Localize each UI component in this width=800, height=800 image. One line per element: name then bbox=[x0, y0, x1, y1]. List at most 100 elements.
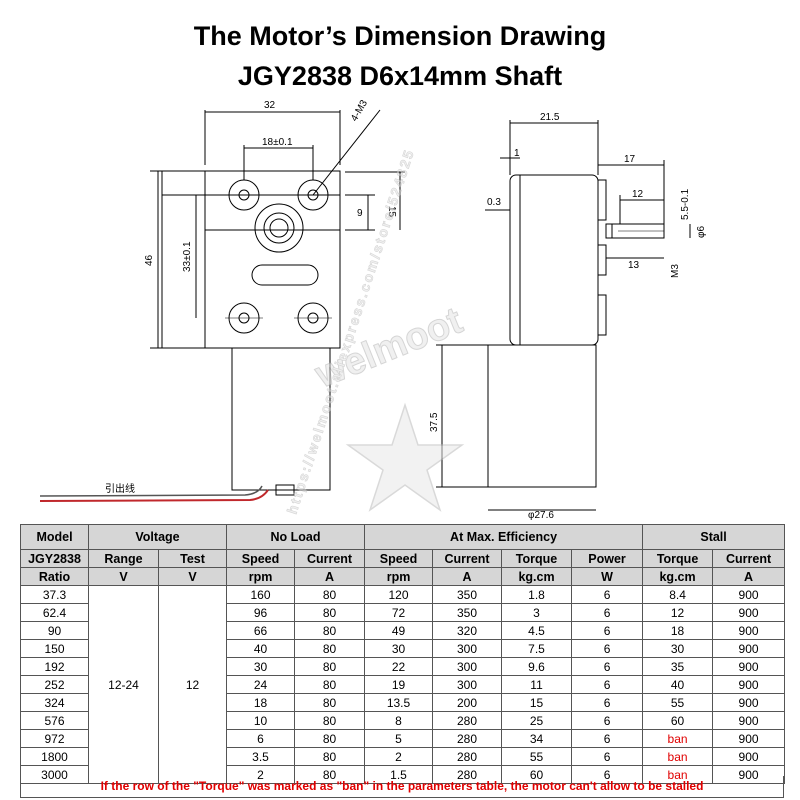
cell-st-current: 900 bbox=[712, 711, 786, 730]
cell-nl-speed: 30 bbox=[226, 657, 296, 676]
cell-me-power: 6 bbox=[571, 657, 644, 676]
cell-me-speed: 19 bbox=[364, 675, 434, 694]
motor-body bbox=[231, 347, 331, 491]
dim-32: 32 bbox=[264, 100, 276, 111]
cell-st-torque: ban bbox=[642, 729, 714, 748]
cell-me-current: 280 bbox=[432, 729, 503, 748]
dim-15: 15 bbox=[386, 206, 397, 218]
header-st-torque: Torque bbox=[642, 549, 714, 568]
cell-ratio: 150 bbox=[20, 639, 89, 658]
cell-nl-current: 80 bbox=[294, 693, 366, 712]
cell-me-current: 350 bbox=[432, 585, 503, 604]
cell-st-current: 900 bbox=[712, 693, 786, 712]
dim-12: 12 bbox=[632, 189, 644, 200]
star-icon bbox=[345, 402, 465, 512]
cell-nl-speed: 18 bbox=[226, 693, 296, 712]
cell-me-power: 6 bbox=[571, 765, 644, 784]
unit-me-torque: kg.cm bbox=[501, 567, 573, 586]
header-test: Test bbox=[157, 549, 228, 568]
cell-me-power: 6 bbox=[571, 621, 644, 640]
header-range: Range bbox=[88, 549, 159, 568]
header-ratio: Ratio bbox=[20, 567, 89, 586]
cell-me-current: 200 bbox=[432, 693, 503, 712]
unit-test: V bbox=[157, 567, 228, 586]
cell-me-torque: 3 bbox=[501, 603, 573, 622]
cell-me-speed: 5 bbox=[364, 729, 434, 748]
cell-nl-speed: 40 bbox=[226, 639, 296, 658]
cell-nl-current: 80 bbox=[294, 639, 366, 658]
cell-nl-speed: 96 bbox=[226, 603, 296, 622]
cell-me-current: 300 bbox=[432, 639, 503, 658]
unit-range: V bbox=[88, 567, 159, 586]
dim-46: 46 bbox=[144, 254, 155, 266]
unit-nl-speed: rpm bbox=[226, 567, 296, 586]
cell-st-current: 900 bbox=[712, 657, 786, 676]
header-me-torque: Torque bbox=[501, 549, 573, 568]
cell-me-current: 300 bbox=[432, 657, 503, 676]
side-view bbox=[436, 120, 691, 511]
cell-me-current: 300 bbox=[432, 675, 503, 694]
cell-st-current: 900 bbox=[712, 747, 786, 766]
cell-me-speed: 120 bbox=[364, 585, 434, 604]
header-me-current: Current bbox=[432, 549, 503, 568]
cell-st-current: 900 bbox=[712, 729, 786, 748]
unit-st-torque: kg.cm bbox=[642, 567, 714, 586]
cell-ratio: 576 bbox=[20, 711, 89, 730]
cell-ratio: 62.4 bbox=[20, 603, 89, 622]
cell-nl-speed: 3.5 bbox=[226, 747, 296, 766]
unit-st-current: A bbox=[712, 567, 786, 586]
dim-18: 18±0.1 bbox=[262, 137, 293, 148]
cell-me-current: 280 bbox=[432, 747, 503, 766]
dim-37-5: 37.5 bbox=[429, 412, 440, 432]
cell-me-power: 6 bbox=[571, 585, 644, 604]
dim-1: 1 bbox=[514, 148, 520, 159]
cell-st-current: 900 bbox=[712, 585, 786, 604]
cell-st-current: 900 bbox=[712, 621, 786, 640]
cell-me-speed: 49 bbox=[364, 621, 434, 640]
mounting-holes bbox=[225, 179, 332, 334]
header-nl-current: Current bbox=[294, 549, 366, 568]
shaft-hub bbox=[254, 203, 304, 253]
cell-me-torque: 34 bbox=[501, 729, 573, 748]
cell-nl-current: 80 bbox=[294, 621, 366, 640]
cell-nl-speed: 66 bbox=[226, 621, 296, 640]
dim-17: 17 bbox=[624, 154, 636, 165]
cell-me-speed: 22 bbox=[364, 657, 434, 676]
cell-me-torque: 1.8 bbox=[501, 585, 573, 604]
unit-me-current: A bbox=[432, 567, 503, 586]
stall-note: If the row of the "Torque" was marked as… bbox=[20, 776, 784, 798]
front-view bbox=[39, 109, 405, 502]
cell-me-power: 6 bbox=[571, 747, 644, 766]
cell-nl-speed: 6 bbox=[226, 729, 296, 748]
header-st-current: Current bbox=[712, 549, 786, 568]
cell-voltage-test: 12 bbox=[157, 585, 228, 784]
cell-me-speed: 30 bbox=[364, 639, 434, 658]
watermark: welmoot https://welmoot.aliexpress.com/s… bbox=[283, 146, 469, 516]
cell-me-torque: 7.5 bbox=[501, 639, 573, 658]
header-me-speed: Speed bbox=[364, 549, 434, 568]
cell-me-current: 280 bbox=[432, 765, 503, 784]
header-model-name: JGY2838 bbox=[20, 549, 89, 568]
cell-st-torque: 12 bbox=[642, 603, 714, 622]
dim-m3: M3 bbox=[670, 264, 681, 278]
cell-me-power: 6 bbox=[571, 639, 644, 658]
cell-st-torque: 35 bbox=[642, 657, 714, 676]
cell-nl-current: 80 bbox=[294, 747, 366, 766]
header-row-fields: JGY2838 Range Test Speed Current Speed C… bbox=[20, 549, 786, 568]
cell-me-speed: 8 bbox=[364, 711, 434, 730]
cell-ratio: 37.3 bbox=[20, 585, 89, 604]
parameters-table: Model Voltage No Load At Max. Efficiency… bbox=[20, 524, 786, 784]
cell-nl-current: 80 bbox=[294, 675, 366, 694]
cell-me-speed: 72 bbox=[364, 603, 434, 622]
unit-me-speed: rpm bbox=[364, 567, 434, 586]
dim-phi6: φ6 bbox=[696, 226, 707, 238]
cell-ratio: 972 bbox=[20, 729, 89, 748]
cell-nl-speed: 24 bbox=[226, 675, 296, 694]
